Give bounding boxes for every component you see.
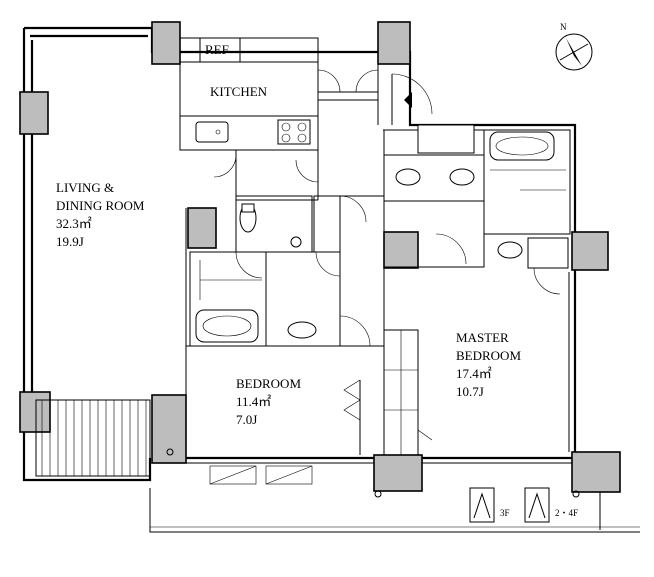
living-jo: 19.9J [56,234,84,249]
sink-icon [395,168,421,186]
sink-icon [287,321,317,339]
bedroom-name: BEDROOM [236,376,301,391]
bathroom-middle [185,208,341,395]
structural-pillars [19,21,621,493]
stove-icon [277,119,311,145]
bathtub-icon [195,309,259,343]
stairs-label-3f: 3F [500,508,510,518]
outer-walls [22,26,640,533]
north-arrow-icon [555,33,593,71]
balcony-fixtures [166,448,580,498]
windows [209,457,560,485]
ref-name: REF [205,42,229,57]
master-name-line1: MASTER [456,330,509,345]
toilet-icon [497,241,523,259]
bedroom-jo: 7.0J [236,412,257,427]
balcony-slats [35,399,151,477]
living-name-line2: DINING ROOM [56,198,145,213]
bedroom-area: 11.4㎡ [236,394,271,409]
kitchen-name: KITCHEN [210,84,268,99]
corridor-walls [213,130,385,330]
stairs-icon [469,487,550,523]
sink-icon [195,121,229,143]
bathroom-right [383,124,571,295]
compass-north-label: N [560,22,567,32]
master-jo: 10.7J [456,384,484,399]
bedroom-walls [186,315,433,456]
entrance-arrow-icon [404,92,412,108]
bathtub-icon [489,131,555,161]
entrance [391,73,433,125]
living-area: 32.3㎡ [56,216,92,231]
kitchen-area [179,37,379,245]
stairs-label-24f: 2・4F [555,508,578,518]
master-name-line2: BEDROOM [456,348,521,363]
living-name-line1: LIVING & [56,180,114,195]
master-area: 17.4㎡ [456,366,492,381]
